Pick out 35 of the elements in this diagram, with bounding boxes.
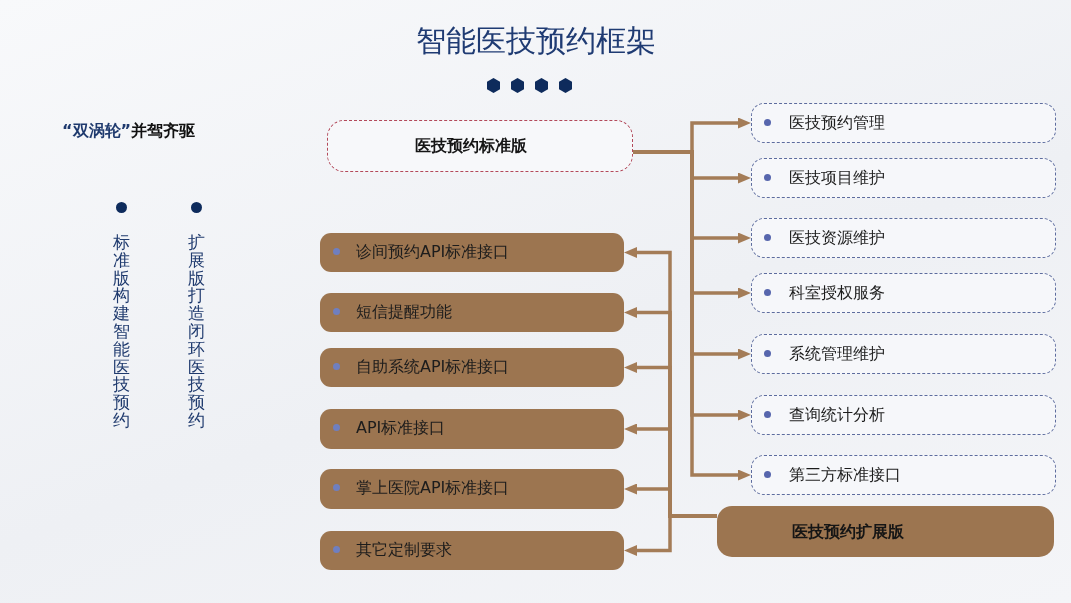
dashed-box	[751, 395, 1056, 435]
dashed-box	[751, 158, 1056, 198]
item-text: 诊间预约API标准接口	[356, 241, 510, 262]
heading-text: 医技预约扩展版	[792, 521, 904, 542]
dashed-box	[751, 334, 1056, 374]
item-text: 查询统计分析	[789, 405, 885, 425]
item-text: 科室授权服务	[789, 283, 885, 303]
item-text: API标准接口	[356, 418, 446, 438]
item-text: 系统管理维护	[789, 344, 885, 364]
title: 智能医技预约框架	[415, 22, 656, 60]
item-text: 医技预约管理	[789, 113, 885, 133]
filled-box	[320, 409, 624, 449]
item-text: 掌上医院API标准接口	[356, 478, 510, 498]
item-text: 其它定制要求	[356, 539, 452, 560]
filled-box	[320, 531, 624, 570]
dashed-box	[751, 273, 1056, 313]
item-text: 医技项目维护	[789, 168, 885, 188]
subtitle: “双涡轮”并驾齐驱	[62, 121, 196, 141]
filled-box	[320, 233, 624, 272]
vertical-text: 扩展版打造闭环医技预约	[188, 234, 205, 430]
arrow	[633, 150, 751, 481]
dashed-box	[751, 218, 1056, 258]
dashed-box	[751, 455, 1056, 495]
filled-box	[320, 469, 624, 509]
dashed-box	[751, 103, 1056, 143]
filled-box	[717, 506, 1054, 557]
filled-box	[320, 348, 624, 387]
heading-text: 医技预约标准版	[415, 136, 527, 156]
item-text: 短信提醒功能	[356, 301, 452, 322]
filled-box	[320, 293, 624, 332]
vertical-text: 标准版构建智能医技预约	[113, 234, 130, 430]
dashed-box	[327, 120, 633, 172]
item-text: 医技资源维护	[789, 228, 885, 248]
item-text: 自助系统API标准接口	[356, 356, 510, 377]
item-text: 第三方标准接口	[789, 465, 901, 485]
